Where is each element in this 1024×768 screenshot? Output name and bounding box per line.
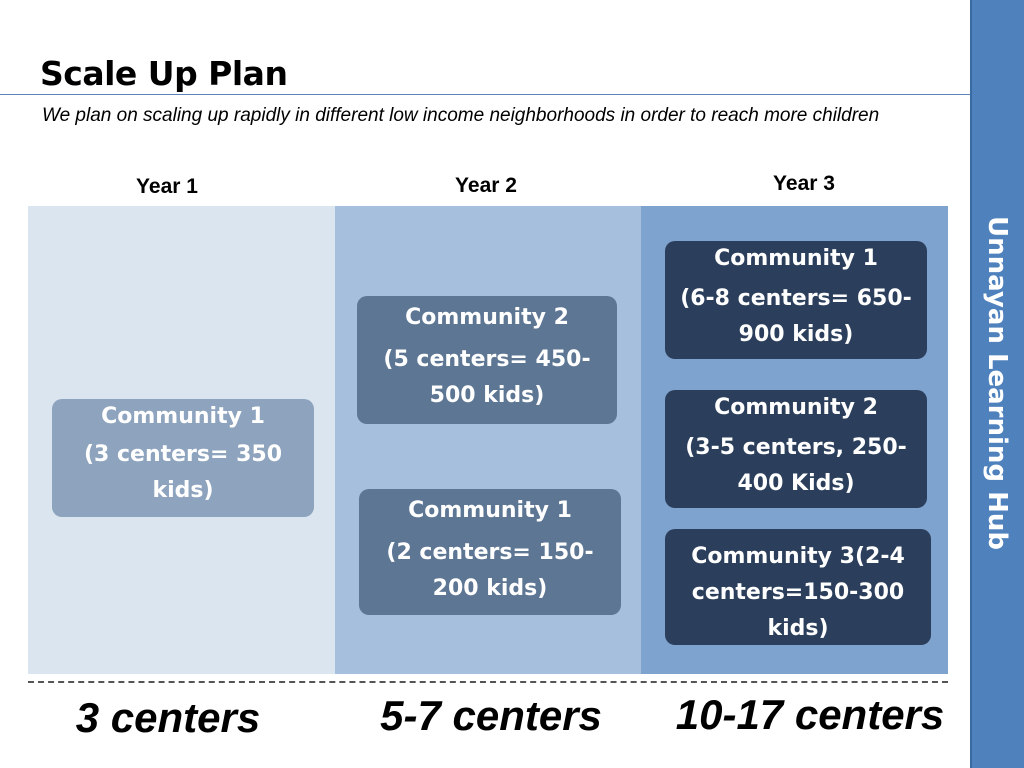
box-detail: (3 centers= 350 kids) bbox=[83, 442, 283, 503]
year-2-community-2-box: Community 2 (5 centers= 450-500 kids) bbox=[357, 296, 617, 424]
box-title: Community 1 bbox=[714, 246, 878, 271]
box-detail: (2 centers= 150-200 kids) bbox=[386, 540, 594, 601]
year-1-label: Year 1 bbox=[136, 175, 198, 198]
year-1-community-1-box: Community 1 (3 centers= 350 kids) bbox=[52, 399, 314, 517]
box-detail: (3-5 centers, 250-400 Kids) bbox=[685, 435, 907, 496]
year-2-community-1-box: Community 1 (2 centers= 150-200 kids) bbox=[359, 489, 621, 615]
year-3-label: Year 3 bbox=[773, 172, 835, 195]
side-bar-label: Unnayan Learning Hub bbox=[982, 216, 1012, 550]
box-detail: (5 centers= 450-500 kids) bbox=[383, 347, 591, 408]
box-title: Community 3(2-4 centers=150-300 kids) bbox=[691, 544, 905, 641]
page-subtitle: We plan on scaling up rapidly in differe… bbox=[42, 105, 880, 126]
totals-divider bbox=[28, 681, 948, 683]
side-bar bbox=[970, 0, 1024, 768]
year-2-total: 5-7 centers bbox=[380, 692, 602, 739]
title-divider bbox=[0, 94, 970, 95]
year-3-community-1-box: Community 1 (6-8 centers= 650-900 kids) bbox=[665, 241, 927, 359]
year-2-label: Year 2 bbox=[455, 174, 517, 197]
year-1-total: 3 centers bbox=[75, 694, 261, 741]
box-detail: (6-8 centers= 650-900 kids) bbox=[680, 286, 912, 347]
box-title: Community 2 bbox=[714, 395, 878, 420]
box-title: Community 1 bbox=[408, 498, 572, 523]
page-title: Scale Up Plan bbox=[40, 54, 288, 93]
box-title: Community 1 bbox=[101, 404, 265, 429]
year-3-community-3-box: Community 3(2-4 centers=150-300 kids) bbox=[665, 529, 931, 645]
year-3-community-2-box: Community 2 (3-5 centers, 250-400 Kids) bbox=[665, 390, 927, 508]
year-3-total: 10-17 centers bbox=[675, 691, 945, 738]
box-title: Community 2 bbox=[405, 305, 569, 330]
